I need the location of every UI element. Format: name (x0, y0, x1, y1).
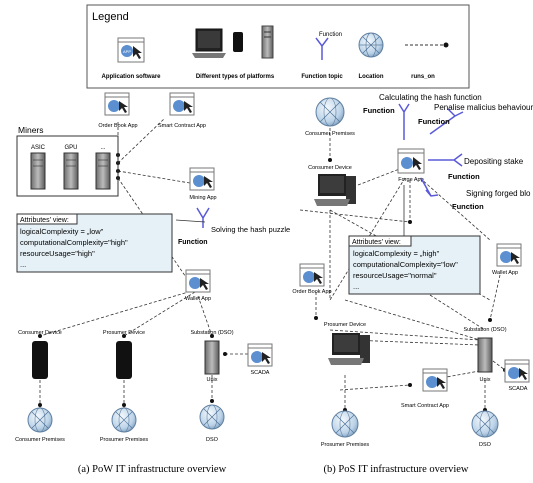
svg-text:Attributes' view:: Attributes' view: (352, 239, 401, 246)
pos-substation-label: Substation (DSO) (463, 327, 506, 333)
pow-unix-label: Unix (206, 377, 217, 383)
legend-dashed-arrow-icon (405, 42, 449, 48)
pow-mining-app-label: Mining App (189, 195, 216, 201)
pow-smart-contract-app-label: Smart Contract App (158, 123, 206, 129)
pos-function-label-hash: Function (363, 106, 395, 115)
pow-miners-box (16, 135, 119, 197)
pow-order-book-app-label: Order Book App (98, 123, 137, 129)
svg-text:APP: APP (123, 49, 131, 54)
pow-consumer-premises-label: Consumer Premises (15, 437, 65, 443)
pow-consumer-device-label: Consumer Device (18, 330, 62, 336)
pos-prosumer-device-label: Prosumer Device (324, 322, 366, 328)
pos-forge-app-label: Forge App (398, 177, 423, 183)
pow-attributes-box: Attributes' view: logicalComplexity = „l… (16, 213, 173, 273)
pos-consumer-premises-globe-icon (315, 97, 345, 127)
pos-consumer-device-label: Consumer Device (308, 165, 352, 171)
pos-smart-contract-app-icon (422, 368, 448, 392)
pos-wallet-app-label: Wallet App (492, 270, 518, 276)
pow-dso-label: DSO (206, 437, 219, 443)
pos-prosumer-device-desktop-icon (328, 333, 370, 365)
pow-dso-globe-icon (199, 404, 225, 430)
pos-prosumer-premises-label: Prosumer Premises (321, 442, 370, 448)
pow-unix-server-icon (204, 340, 220, 375)
pos-attributes-box: Attributes' view: logicalComplexity = „h… (348, 185, 481, 295)
legend-label-runs-on: runs_on (411, 74, 435, 80)
svg-text:computationalComplexity="high": computationalComplexity="high" (20, 238, 128, 247)
svg-text:Attributes' view:: Attributes' view: (20, 217, 69, 224)
pos-wallet-app-icon (496, 243, 522, 267)
svg-text:...: ... (353, 282, 359, 291)
pow-prosumer-device-label: Prosumer Device (103, 330, 145, 336)
legend-title: Legend (92, 11, 129, 23)
pow-function-fork-icon (175, 207, 210, 228)
svg-text:Function: Function (319, 32, 342, 38)
legend: Legend APP Application software Differen… (86, 4, 470, 89)
svg-text:resourceUsage="normal": resourceUsage="normal" (353, 271, 437, 280)
pos-function-caption-stake: Depositing stake (464, 157, 524, 166)
pos-dso-label: DSO (479, 442, 492, 448)
legend-label-function-topic: Function topic (301, 74, 343, 80)
pow-wallet-app-label: Wallet App (185, 296, 211, 302)
pow-function-label: Function (178, 239, 208, 246)
pow-consumer-premises-globe-icon (27, 407, 53, 433)
pow-prosumer-premises-globe-icon (111, 407, 137, 433)
pow-miners-label: Miners (18, 125, 44, 135)
pow-caption: (a) PoW IT infrastructure overview (78, 464, 227, 475)
pos-caption: (b) PoS IT infrastructure overview (323, 464, 468, 475)
pos-unix-label: Unix (479, 377, 490, 383)
pow-prosumer-premises-label: Prosumer Premises (100, 437, 149, 443)
legend-label-app-software: Application software (101, 74, 161, 80)
pos-smart-contract-app-label: Smart Contract App (401, 403, 449, 409)
pow-panel: Miners ASIC GPU ... Order Book App Smart… (15, 92, 290, 475)
pow-substation-label: Substation (DSO) (190, 330, 233, 336)
svg-text:logicalComplexity = „high”: logicalComplexity = „high” (353, 249, 440, 258)
svg-text:logicalComplexity = „low”: logicalComplexity = „low” (20, 227, 104, 236)
pow-smart-contract-app-icon (169, 92, 195, 116)
svg-text:resourceUsage="high": resourceUsage="high" (20, 249, 95, 258)
pos-unix-server-icon (477, 337, 493, 373)
legend-function-fork-icon: Function (315, 32, 342, 60)
pos-order-book-app-icon (299, 263, 325, 287)
svg-text:computationalComplexity="low": computationalComplexity="low" (353, 260, 458, 269)
pow-miner-asic-label: ASIC (31, 145, 46, 151)
pos-forge-app-icon (397, 148, 425, 174)
pow-scada-app-icon (247, 343, 273, 367)
pow-prosumer-phone-icon (116, 341, 132, 379)
legend-globe-icon (358, 32, 384, 58)
pow-wallet-app-icon (185, 269, 211, 293)
pow-order-book-app-icon (104, 92, 130, 116)
pos-order-book-app-label: Order Book App (292, 289, 331, 295)
pos-panel: Consumer Premises Consumer Device Forge … (292, 93, 533, 475)
pos-function-caption-signing: Signing forged blo (466, 189, 531, 198)
pos-function-caption-penalise: Penalise malicius behaviour (434, 103, 533, 112)
svg-text:...: ... (20, 260, 26, 269)
pow-function-caption: Solving the hash puzzle (211, 225, 290, 234)
legend-platforms-icon (192, 25, 274, 59)
pos-prosumer-premises-globe-icon (331, 410, 359, 438)
pow-miner-gpu-label: GPU (64, 145, 77, 151)
pos-scada-label: SCADA (509, 386, 528, 392)
pos-consumer-premises-label: Consumer Premises (305, 131, 355, 137)
pos-function-label-signing: Function (452, 202, 484, 211)
pos-function-caption-hash: Calculating the hash function (379, 93, 482, 102)
pos-consumer-device-desktop-icon (314, 174, 356, 206)
legend-app-window-icon: APP (117, 37, 145, 63)
pow-miner-other-label: ... (100, 145, 105, 151)
pos-function-forks (398, 103, 464, 197)
pos-scada-app-icon (504, 359, 530, 383)
pos-function-label-stake: Function (448, 172, 480, 181)
legend-label-platforms: Different types of platforms (196, 74, 275, 80)
pow-mining-app-icon (189, 167, 215, 191)
pos-function-label-penalise: Function (418, 117, 450, 126)
pow-connector-dots (38, 153, 227, 407)
legend-label-location: Location (359, 74, 384, 80)
pow-consumer-phone-icon (32, 341, 48, 379)
pos-dso-globe-icon (471, 410, 499, 438)
pow-miner-servers (30, 152, 111, 190)
pow-scada-label: SCADA (251, 370, 270, 376)
